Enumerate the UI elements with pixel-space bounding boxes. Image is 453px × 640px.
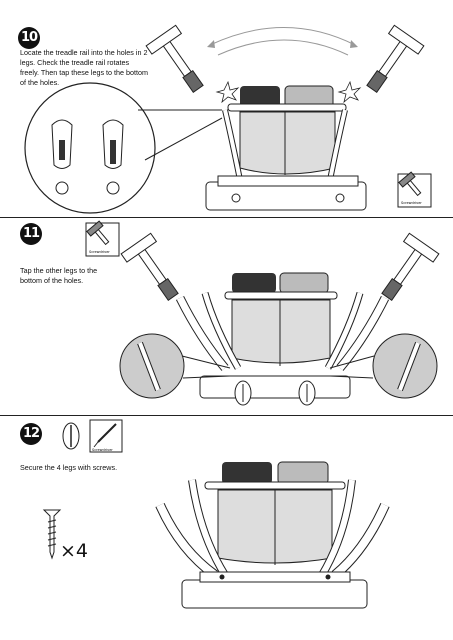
step-instruction: Secure the 4 legs with screws. bbox=[20, 463, 118, 472]
step-instruction: Tap the other legs to the bottom of the … bbox=[20, 266, 98, 285]
step12-tool-icons: Screwdriver bbox=[62, 419, 123, 453]
step12-illustration bbox=[155, 461, 390, 609]
step-number-badge: 12 bbox=[20, 423, 42, 445]
step-number-badge: 11 bbox=[20, 223, 42, 245]
step-number-badge: 10 bbox=[18, 27, 40, 49]
tool-label: Screwdriver bbox=[92, 448, 113, 452]
screw-quantity: ×4 bbox=[60, 540, 89, 562]
section-divider bbox=[0, 415, 453, 416]
section-divider bbox=[0, 217, 453, 218]
step-instruction: Locate the treadle rail into the holes i… bbox=[20, 48, 148, 87]
tool-label: Screwdriver bbox=[89, 250, 110, 254]
tool-label: Screwdriver bbox=[401, 201, 422, 205]
step11-illustration: Screwdriver bbox=[85, 220, 440, 406]
screw-icon bbox=[42, 509, 62, 560]
step10-illustration: Screwdriver bbox=[24, 24, 432, 214]
